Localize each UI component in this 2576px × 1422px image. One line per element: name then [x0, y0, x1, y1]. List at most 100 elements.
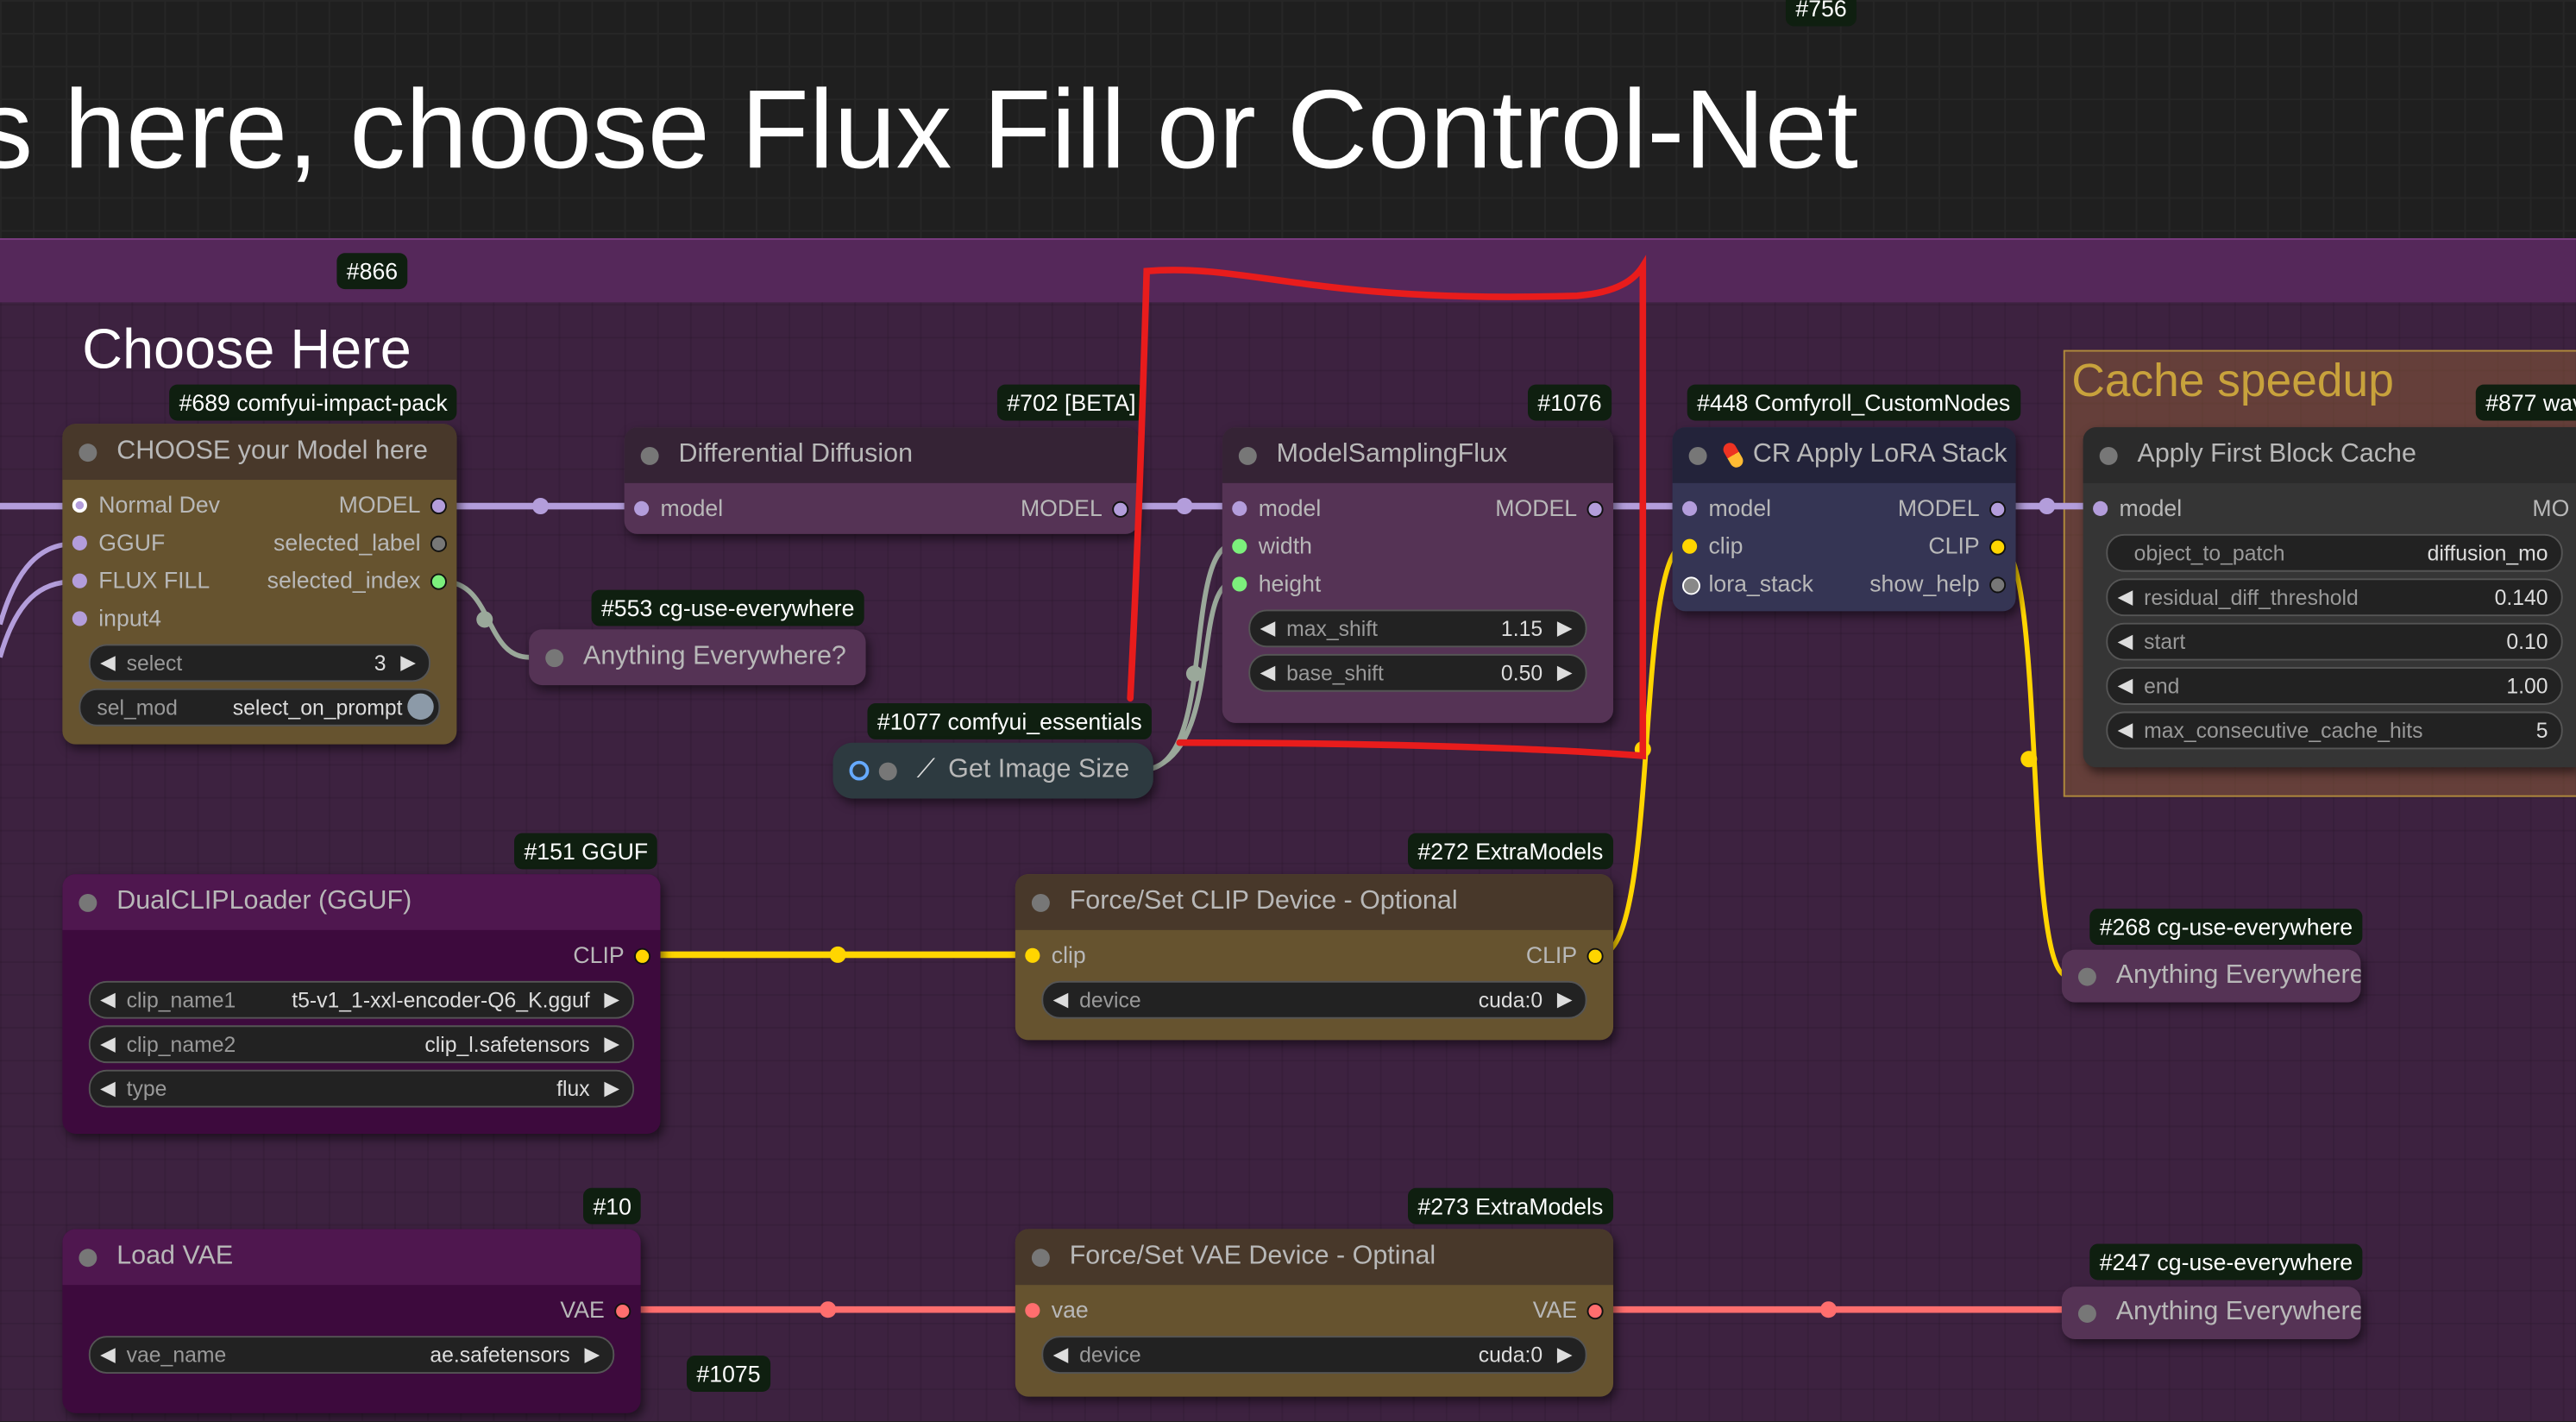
node-anything-everywhere-247[interactable]: Anything Everywhere — [2061, 1287, 2361, 1340]
increment-arrow-icon[interactable]: ▶ — [1556, 1342, 1573, 1366]
input-slot[interactable] — [1232, 538, 1247, 554]
input-slot[interactable] — [634, 500, 650, 516]
input-slot[interactable] — [1025, 947, 1040, 963]
input-slot[interactable] — [72, 611, 87, 626]
input-slot[interactable] — [1025, 1303, 1040, 1318]
collapse-dot[interactable] — [545, 648, 564, 667]
collapse-dot[interactable] — [1688, 446, 1707, 464]
decrement-arrow-icon[interactable]: ◀ — [2117, 718, 2133, 741]
input-slot[interactable] — [72, 498, 87, 513]
decrement-arrow-icon[interactable]: ◀ — [100, 651, 116, 674]
collapse-dot[interactable] — [1031, 892, 1050, 911]
input-slot[interactable] — [849, 760, 870, 781]
input-slot[interactable] — [72, 535, 87, 551]
output-slot[interactable] — [634, 947, 651, 965]
decrement-arrow-icon[interactable]: ◀ — [100, 987, 116, 1011]
output-slot[interactable] — [1586, 1303, 1604, 1320]
decrement-arrow-icon[interactable]: ◀ — [2117, 673, 2133, 697]
input-slot[interactable] — [1682, 576, 1700, 595]
output-slot[interactable] — [614, 1303, 631, 1320]
output-slot[interactable] — [1586, 947, 1604, 965]
output-slot[interactable] — [1586, 500, 1604, 518]
group-header[interactable] — [0, 238, 2576, 303]
input-slot[interactable] — [72, 573, 87, 588]
node-anything-everywhere-553[interactable]: Anything Everywhere? — [529, 629, 866, 686]
increment-arrow-icon[interactable]: ▶ — [1556, 616, 1573, 639]
node-badge: #151 GGUF — [514, 833, 658, 870]
input-slot[interactable] — [1682, 500, 1698, 516]
collapse-dot[interactable] — [79, 1248, 97, 1267]
input-slot[interactable] — [2093, 500, 2108, 516]
input-slot[interactable] — [1232, 576, 1247, 592]
increment-arrow-icon[interactable]: ▶ — [604, 1031, 619, 1055]
output-slot[interactable] — [1989, 538, 2007, 556]
output-slot[interactable] — [430, 535, 447, 552]
collapse-dot[interactable] — [878, 761, 897, 780]
increment-arrow-icon[interactable]: ▶ — [400, 651, 416, 674]
widget-value: 0.140 — [2494, 584, 2548, 610]
decrement-arrow-icon[interactable]: ◀ — [2117, 629, 2133, 653]
toggle-knob[interactable] — [407, 693, 434, 720]
collapse-dot[interactable] — [640, 446, 659, 464]
decrement-arrow-icon[interactable]: ◀ — [1260, 660, 1276, 684]
decrement-arrow-icon[interactable]: ◀ — [1052, 987, 1069, 1011]
increment-arrow-icon[interactable]: ▶ — [604, 987, 619, 1011]
collapse-dot[interactable] — [2077, 1304, 2096, 1323]
node-anything-everywhere-268[interactable]: Anything Everywhere — [2061, 949, 2361, 1003]
output-slot[interactable] — [1989, 576, 2007, 594]
output-slot[interactable] — [1112, 500, 1129, 518]
input-slot[interactable] — [1232, 500, 1247, 516]
collapse-dot[interactable] — [2099, 446, 2118, 464]
node-get-image-size[interactable]: ⟋Get Image Size — [832, 742, 1153, 799]
widget-value: 5 — [2535, 718, 2548, 743]
decrement-arrow-icon[interactable]: ◀ — [2117, 584, 2133, 608]
node-title: Apply First Block Cache — [2137, 440, 2416, 469]
increment-arrow-icon[interactable]: ▶ — [604, 1076, 619, 1099]
collapse-dot[interactable] — [79, 443, 97, 462]
input-slot[interactable] — [1682, 538, 1698, 554]
increment-arrow-icon[interactable]: ▶ — [1556, 660, 1573, 684]
decrement-arrow-icon[interactable]: ◀ — [1260, 616, 1276, 639]
widget-value: 0.50 — [1500, 660, 1543, 686]
increment-arrow-icon[interactable]: ▶ — [584, 1342, 600, 1366]
decrement-arrow-icon[interactable]: ◀ — [100, 1031, 116, 1055]
collapse-dot[interactable] — [1238, 446, 1257, 464]
output-slot[interactable] — [430, 573, 447, 590]
slot-label: VAE — [1532, 1296, 1578, 1323]
decrement-arrow-icon[interactable]: ◀ — [100, 1342, 116, 1366]
collapse-dot[interactable] — [79, 892, 97, 911]
decrement-arrow-icon[interactable]: ◀ — [1052, 1342, 1069, 1366]
collapse-dot[interactable] — [2077, 966, 2096, 985]
output-slot[interactable] — [430, 498, 447, 515]
collapse-dot[interactable] — [1031, 1248, 1050, 1267]
increment-arrow-icon[interactable]: ▶ — [1556, 987, 1573, 1011]
output-slot[interactable] — [1989, 500, 2007, 518]
slot-label: selected_index — [267, 566, 421, 594]
decrement-arrow-icon[interactable]: ◀ — [100, 1076, 116, 1099]
